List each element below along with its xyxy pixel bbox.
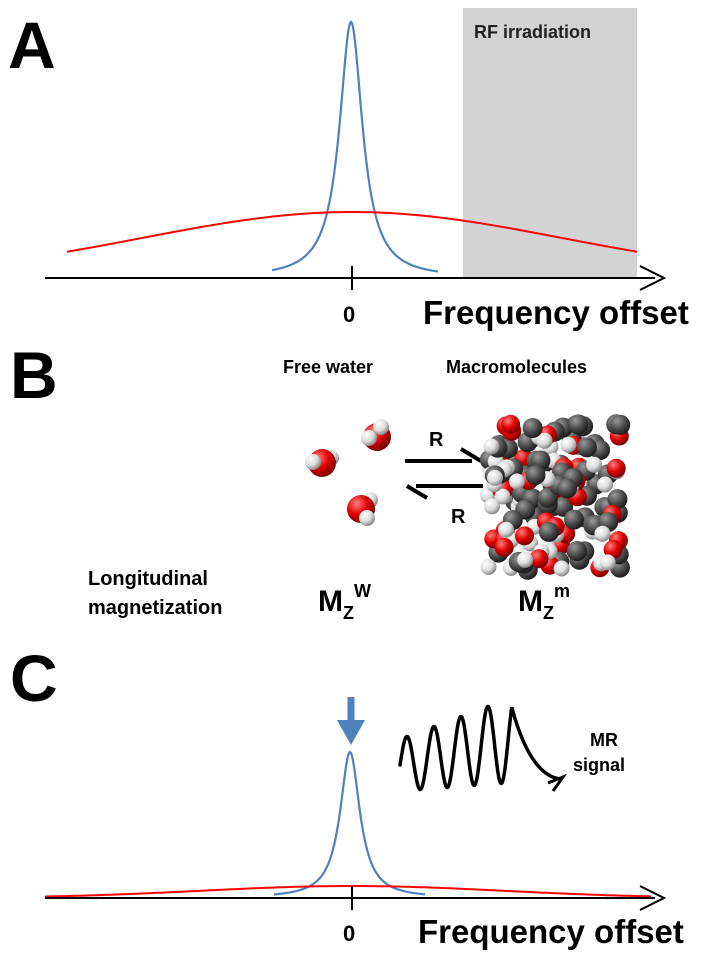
carbon-atom-icon: [576, 437, 597, 458]
hydrogen-atom-icon: [594, 525, 611, 542]
axis-arrowhead-icon: [639, 885, 667, 911]
zero-label-a: 0: [343, 302, 355, 327]
panel-label-a: A: [8, 8, 56, 82]
hydrogen-atom-icon: [498, 521, 515, 538]
exchange-rate-backward: R: [451, 506, 466, 528]
exchange-rate-forward: R: [429, 429, 444, 451]
oxygen-atom-icon: [501, 414, 521, 434]
carbon-atom-icon: [525, 465, 546, 486]
oxygen-atom-icon: [603, 540, 623, 560]
mr-signal-label-line1: MR: [590, 730, 618, 750]
axis-title-a: Frequency offset: [423, 294, 689, 331]
saturation-down-arrow-icon: [337, 697, 365, 745]
hydrogen-atom-icon: [536, 432, 553, 449]
free-water-label: Free water: [283, 357, 373, 377]
carbon-atom-icon: [610, 414, 631, 435]
hydrogen-atom-icon: [484, 498, 500, 515]
hydrogen-atom-icon: [599, 554, 616, 571]
mr-signal-label-line2: signal: [573, 755, 625, 775]
oxygen-atom-icon: [529, 549, 549, 569]
water-molecule-icon: [347, 492, 378, 526]
rf-irradiation-band: [463, 8, 637, 278]
exchange-arrows-icon: [405, 447, 483, 500]
hydrogen-atom-icon: [560, 436, 577, 453]
carbon-atom-icon: [538, 521, 559, 542]
longitudinal-label-line1: Longitudinal: [88, 568, 208, 590]
hydrogen-atom-icon: [487, 469, 503, 486]
mz-macromolecule-label: MZm: [518, 581, 570, 623]
rf-irradiation-label: RF irradiation: [474, 22, 591, 42]
carbon-atom-icon: [557, 478, 578, 499]
carbon-atom-icon: [522, 418, 543, 438]
oxygen-atom-icon: [494, 537, 514, 557]
free-water-line-a: [271, 20, 439, 273]
axis-arrowhead-icon: [639, 265, 667, 291]
macromolecule-model-icon: [479, 414, 631, 580]
zero-label-c: 0: [343, 921, 355, 946]
panel-label-c: C: [10, 641, 58, 715]
hydrogen-atom-icon: [586, 456, 603, 473]
macromolecule-line-a: [66, 211, 638, 253]
carbon-atom-icon: [568, 414, 589, 435]
panel-label-b: B: [10, 338, 58, 412]
carbon-atom-icon: [564, 509, 584, 530]
hydrogen-atom-icon: [509, 473, 525, 490]
mz-water-label: MZW: [318, 581, 371, 623]
hydrogen-atom-icon: [494, 488, 511, 505]
water-molecule-icon: [305, 449, 339, 477]
free-water-line-c: [274, 750, 426, 896]
macromolecule-line-c: [45, 885, 652, 898]
hydrogen-atom-icon: [480, 558, 497, 575]
hydrogen-atom-icon: [483, 438, 500, 455]
longitudinal-label-line2: magnetization: [88, 597, 222, 619]
water-molecule-icon: [361, 419, 391, 451]
carbon-atom-icon: [567, 541, 588, 561]
axis-title-c: Frequency offset: [418, 913, 684, 950]
mr-signal-arrowhead-icon: [547, 773, 568, 792]
hydrogen-atom-icon: [517, 551, 534, 568]
carbon-atom-icon: [607, 489, 628, 510]
mr-signal-wave-icon: [398, 704, 562, 792]
hydrogen-atom-icon: [597, 476, 614, 493]
oxygen-atom-icon: [606, 458, 626, 478]
hydrogen-atom-icon: [553, 560, 570, 577]
macromolecules-label: Macromolecules: [446, 357, 587, 377]
oxygen-atom-icon: [515, 526, 534, 546]
